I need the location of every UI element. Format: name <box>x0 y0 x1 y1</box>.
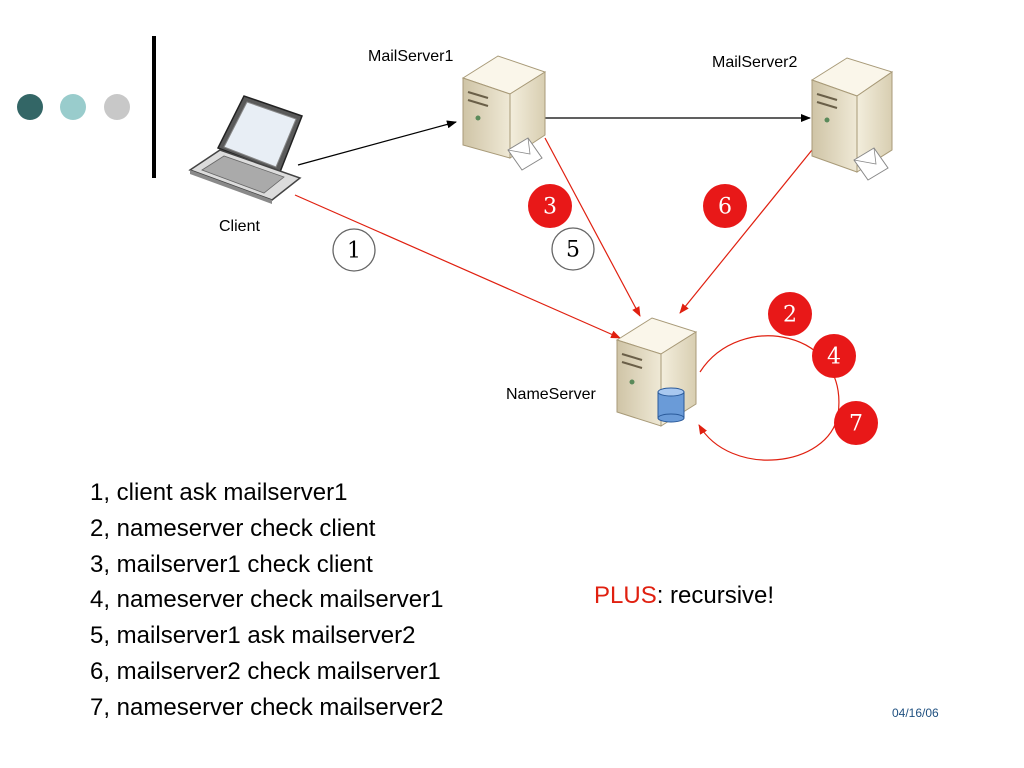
step-item-2: 2, nameserver check client <box>90 514 376 542</box>
client-label: Client <box>219 218 260 235</box>
step-badge-1-label: 1 <box>347 239 361 264</box>
step-badge-5-label: 5 <box>566 238 580 263</box>
step-badge-7: 7 <box>834 401 878 445</box>
step-list: 1, client ask mailserver1 2, nameserver … <box>90 475 443 726</box>
decor-dot-gray <box>104 94 130 120</box>
arrow-mailserver2-to-nameserver <box>679 149 813 314</box>
mailserver1-server-icon <box>461 55 547 171</box>
step-badge-3-label: 3 <box>543 195 557 220</box>
step-badge-4-label: 4 <box>827 345 841 370</box>
mailserver2-server-icon <box>810 57 894 181</box>
step-item-1: 1, client ask mailserver1 <box>90 479 348 506</box>
step-badge-2: 2 <box>768 292 812 336</box>
plus-note: PLUS: recursive! <box>594 582 774 610</box>
step-item-5: 5, mailserver1 ask mailserver2 <box>90 622 416 650</box>
step-badge-4: 4 <box>812 334 856 378</box>
step-badge-3: 3 <box>528 184 572 228</box>
step-item-3: 3, mailserver1 check client <box>90 550 373 578</box>
step-badge-6-label: 6 <box>718 195 732 220</box>
decor-vertical-bar <box>152 36 156 178</box>
laptop-icon <box>188 95 303 204</box>
step-item-7: 7, nameserver check mailserver2 <box>90 693 444 721</box>
step-badge-2-label: 2 <box>783 303 797 328</box>
step-item-6: 6, mailserver2 check mailserver1 <box>90 657 441 685</box>
database-icon <box>657 387 685 423</box>
mailserver2-label: MailServer2 <box>712 54 798 71</box>
step-badge-6: 6 <box>703 184 747 228</box>
network-diagram: 1 2 3 4 5 6 7 <box>188 55 894 461</box>
plus-note-text: : recursive! <box>656 582 775 609</box>
step-item-4: 4, nameserver check mailserver1 <box>90 586 444 614</box>
step-badge-7-label: 7 <box>849 412 863 437</box>
nameserver-label: NameServer <box>506 386 596 403</box>
plus-keyword: PLUS <box>594 582 657 609</box>
arrow-client-to-mailserver1 <box>297 120 457 166</box>
slide-date: 04/16/06 <box>892 706 939 720</box>
step-badge-1: 1 <box>332 228 376 272</box>
arrow-mailserver1-to-nameserver <box>544 137 641 317</box>
step-badge-5: 5 <box>551 227 595 271</box>
decor-dot-light <box>60 94 86 120</box>
decor-dot-dark <box>17 94 43 120</box>
arrow-client-to-nameserver <box>294 194 621 339</box>
mailserver1-label: MailServer1 <box>368 48 454 65</box>
